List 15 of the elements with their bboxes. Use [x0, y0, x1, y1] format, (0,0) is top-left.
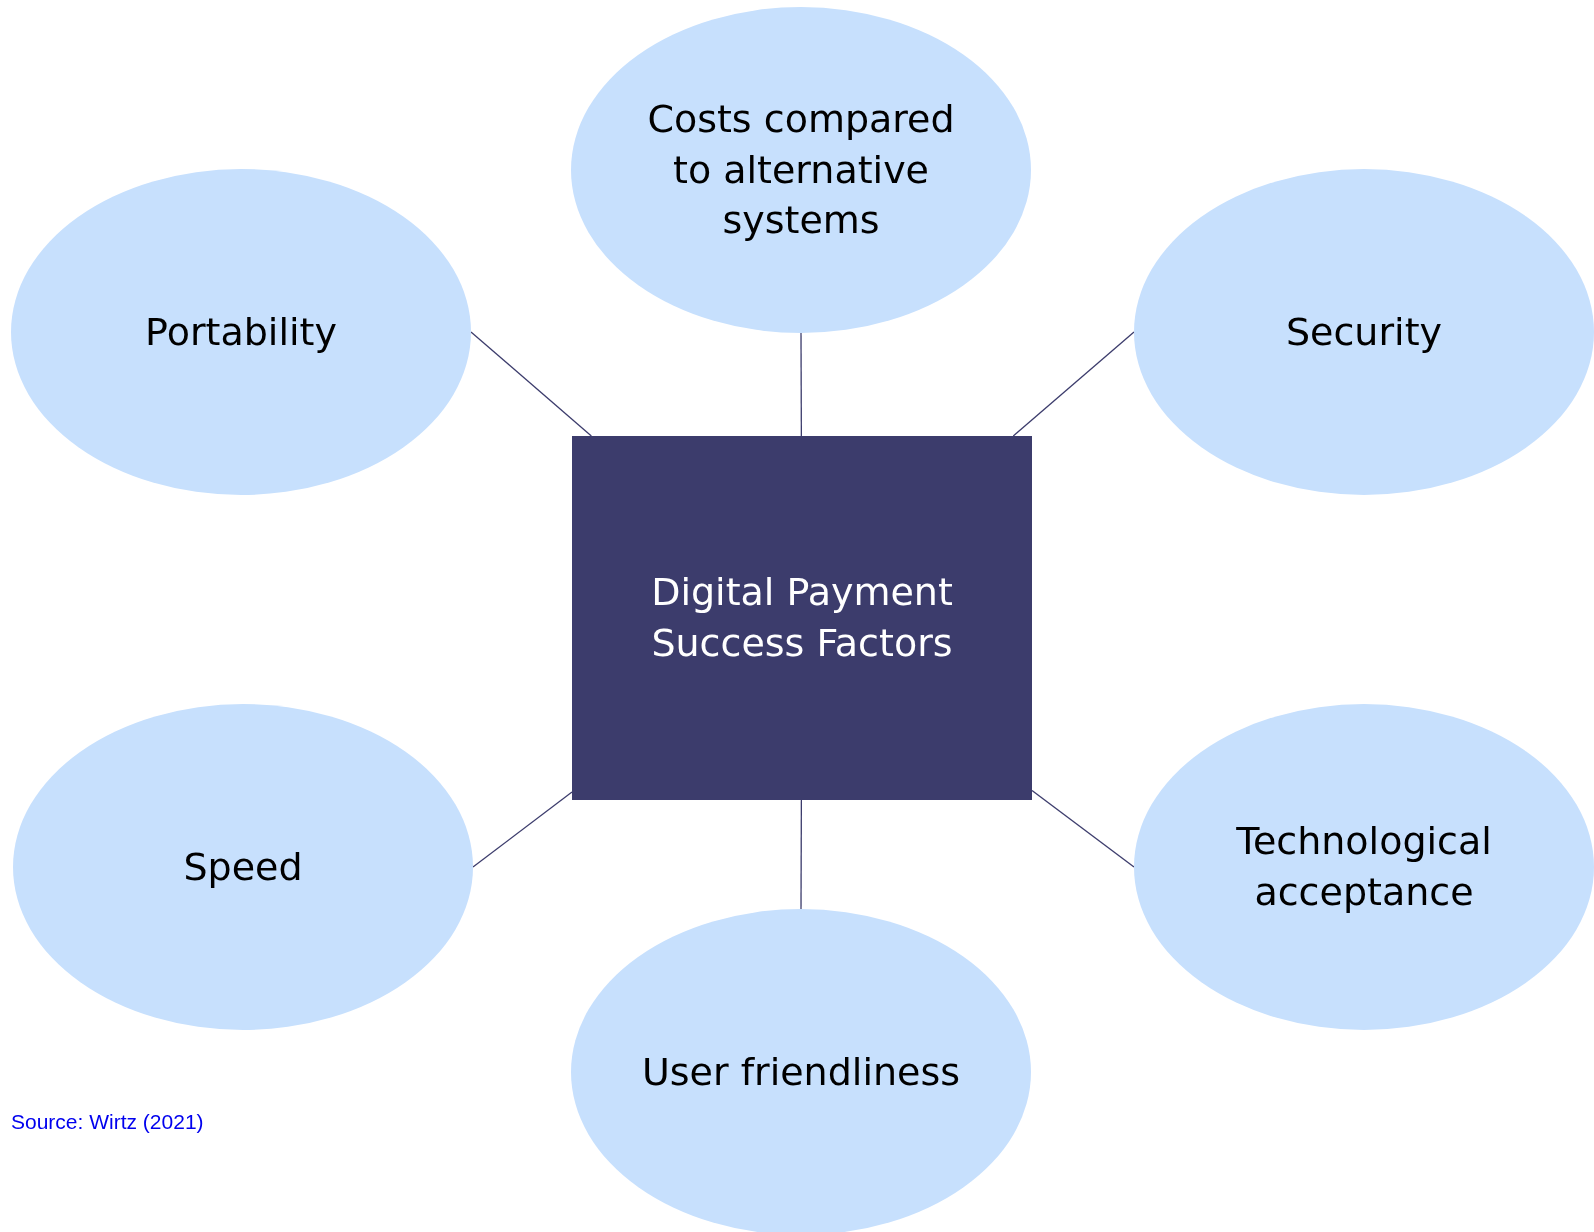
connector-line: [1031, 789, 1135, 868]
connector-line: [800, 332, 802, 437]
node-label: Technological acceptance: [1235, 818, 1493, 916]
connector-line: [470, 331, 592, 437]
node-label: Costs compared to alternative systems: [646, 96, 956, 245]
connector-line: [1012, 331, 1135, 437]
central-box: [572, 436, 1032, 800]
node-label: User friendliness: [642, 1048, 960, 1096]
connector-line: [800, 799, 802, 910]
connector-line: [472, 791, 573, 868]
node-label: Portability: [145, 308, 337, 356]
node-label: Security: [1285, 308, 1442, 356]
node-label: Speed: [183, 843, 303, 891]
source-note: Source: Wirtz (2021): [11, 1110, 204, 1134]
node-label: Digital Payment Success Factors: [650, 569, 954, 667]
